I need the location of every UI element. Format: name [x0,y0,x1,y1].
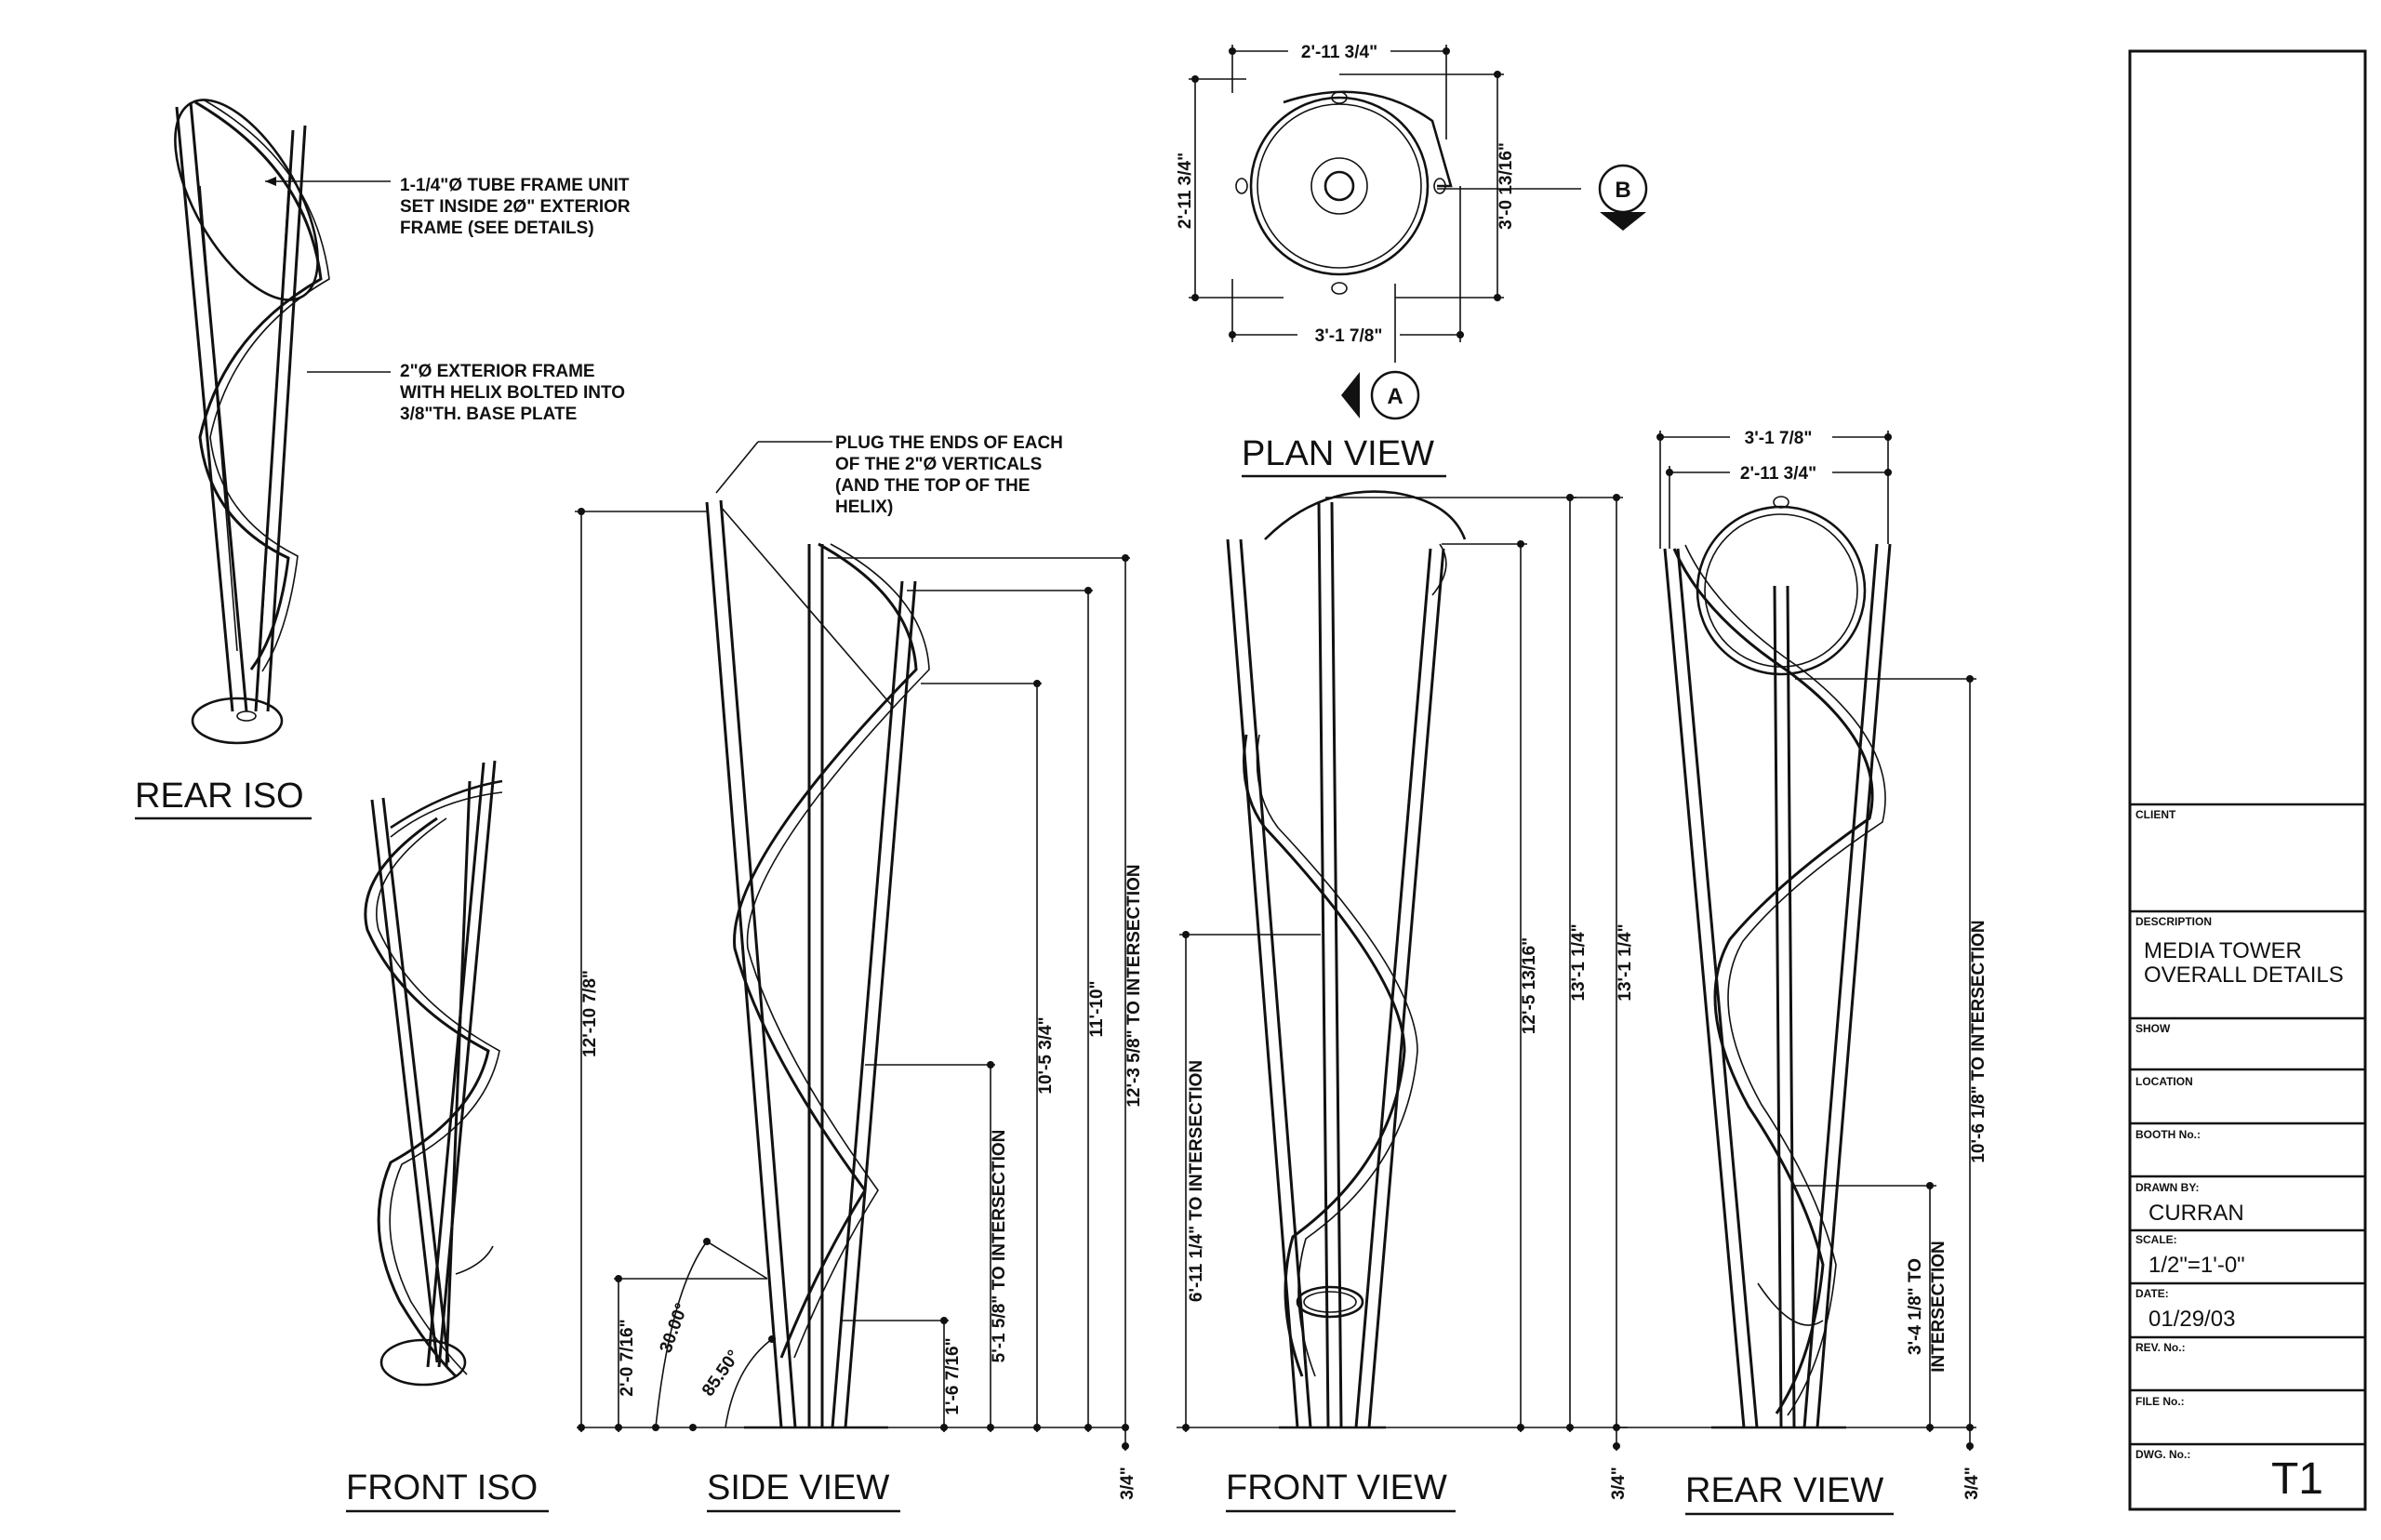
svg-text:12'-5 13/16": 12'-5 13/16" [1520,937,1539,1034]
dwg-label: DWG. No.: [2135,1448,2190,1461]
rear-view-title: REAR VIEW [1685,1471,1883,1510]
show-label: SHOW [2135,1022,2171,1035]
svg-text:13'-1 1/4": 13'-1 1/4" [1616,923,1635,1001]
side-view-drawing [705,499,930,1429]
svg-text:1'-6 7/16": 1'-6 7/16" [943,1337,963,1414]
section-marker-a: A [1341,370,1420,420]
rear-iso-drawing [174,99,330,745]
svg-text:6'-11 1/4" TO INTERSECTION: 6'-11 1/4" TO INTERSECTION [1187,1060,1206,1302]
svg-text:2'-0 7/16": 2'-0 7/16" [618,1319,637,1396]
rear-view-dimensions: 3'-1 7/8" 2'-11 3/4" 10'-6 1/8" TO INTER… [1618,425,1989,1500]
plug-ends-note: PLUG THE ENDS OF EACH OF THE 2"Ø VERTICA… [715,433,1063,517]
plan-view-drawing [1235,90,1453,295]
svg-text:30.00°: 30.00° [657,1301,693,1356]
svg-text:3/8"TH. BASE PLATE: 3/8"TH. BASE PLATE [400,405,577,424]
client-label: CLIENT [2135,808,2176,821]
svg-text:(AND THE TOP OF THE: (AND THE TOP OF THE [835,476,1030,496]
svg-text:5'-1 5/8" TO INTERSECTION: 5'-1 5/8" TO INTERSECTION [990,1130,1009,1363]
front-view-drawing [1226,490,1467,1429]
front-iso-drawing [364,760,503,1387]
scale-label: SCALE: [2135,1233,2177,1246]
drawn-by-value: CURRAN [2148,1201,2244,1226]
svg-text:10'-6 1/8" TO INTERSECTION: 10'-6 1/8" TO INTERSECTION [1969,920,1989,1162]
svg-text:13'-1 1/4": 13'-1 1/4" [1569,923,1589,1001]
svg-text:85.50°: 85.50° [698,1347,744,1400]
side-view-title: SIDE VIEW [707,1468,889,1507]
svg-text:3/4": 3/4" [1962,1467,1982,1499]
description-line1: MEDIA TOWER [2144,938,2302,963]
svg-text:3'-4 1/8" TO: 3'-4 1/8" TO [1906,1258,1925,1355]
svg-text:OF THE 2"Ø VERTICALS: OF THE 2"Ø VERTICALS [835,455,1042,474]
svg-text:A: A [1387,384,1403,409]
svg-text:WITH HELIX BOLTED INTO: WITH HELIX BOLTED INTO [400,383,625,403]
location-label: LOCATION [2135,1075,2193,1088]
svg-text:12'-10 7/8": 12'-10 7/8" [580,970,600,1057]
side-view-dimensions: 12'-10 7/8" 2'-0 7/16" 30.00° 85.50° 1'-… [575,508,1144,1500]
file-label: FILE No.: [2135,1395,2185,1408]
svg-text:B: B [1615,178,1630,203]
description-line2: OVERALL DETAILS [2144,962,2344,988]
svg-text:3'-0 13/16": 3'-0 13/16" [1496,142,1516,230]
front-view-title: FRONT VIEW [1226,1468,1447,1507]
svg-text:SET INSIDE 2Ø" EXTERIOR: SET INSIDE 2Ø" EXTERIOR [400,197,631,217]
rear-iso-title: REAR ISO [135,777,304,816]
svg-text:12'-3 5/8" TO INTERSECTION: 12'-3 5/8" TO INTERSECTION [1124,864,1144,1107]
svg-text:2'-11 3/4": 2'-11 3/4" [1176,153,1195,229]
dwg-value: T1 [2271,1454,2323,1504]
plan-view-dimensions: 2'-11 3/4" 3'-1 7/8" 2'-11 3/4" 3'-0 13/… [1176,39,1581,363]
plan-view-title: PLAN VIEW [1242,434,1434,473]
svg-text:1-1/4"Ø TUBE FRAME UNIT: 1-1/4"Ø TUBE FRAME UNIT [400,176,630,195]
exterior-frame-note: 2"Ø EXTERIOR FRAME WITH HELIX BOLTED INT… [307,362,625,424]
tube-frame-note: 1-1/4"Ø TUBE FRAME UNIT SET INSIDE 2Ø" E… [265,176,631,238]
section-marker-b: B [1598,164,1648,231]
svg-text:PLUG THE ENDS OF EACH: PLUG THE ENDS OF EACH [835,433,1063,453]
svg-text:FRAME (SEE DETAILS): FRAME (SEE DETAILS) [400,219,594,238]
scale-value: 1/2"=1'-0" [2148,1253,2245,1278]
svg-text:HELIX): HELIX) [835,498,893,517]
svg-text:3'-1 7/8": 3'-1 7/8" [1745,429,1813,448]
svg-text:3/4": 3/4" [1609,1467,1629,1499]
date-value: 01/29/03 [2148,1307,2235,1332]
front-iso-title: FRONT ISO [346,1468,538,1507]
svg-text:2'-11 3/4": 2'-11 3/4" [1301,43,1377,62]
svg-text:3/4": 3/4" [1118,1467,1137,1499]
svg-text:2'-11 3/4": 2'-11 3/4" [1740,464,1816,484]
rev-label: REV. No.: [2135,1341,2186,1354]
svg-text:10'-5 3/4": 10'-5 3/4" [1036,1016,1056,1094]
date-label: DATE: [2135,1287,2169,1300]
svg-text:11'-10": 11'-10" [1087,980,1107,1037]
booth-label: BOOTH No.: [2135,1128,2201,1141]
svg-text:3'-1 7/8": 3'-1 7/8" [1315,326,1383,346]
drawn-by-label: DRAWN BY: [2135,1181,2199,1194]
description-label: DESCRIPTION [2135,915,2212,928]
front-view-dimensions: 6'-11 1/4" TO INTERSECTION 12'-5 13/16" … [1177,494,1635,1500]
svg-text:2"Ø EXTERIOR FRAME: 2"Ø EXTERIOR FRAME [400,362,595,381]
rear-view-drawing [1663,496,1892,1429]
title-block: CLIENT DESCRIPTION MEDIA TOWER OVERALL D… [2128,49,2367,1511]
svg-text:INTERSECTION: INTERSECTION [1929,1241,1949,1372]
